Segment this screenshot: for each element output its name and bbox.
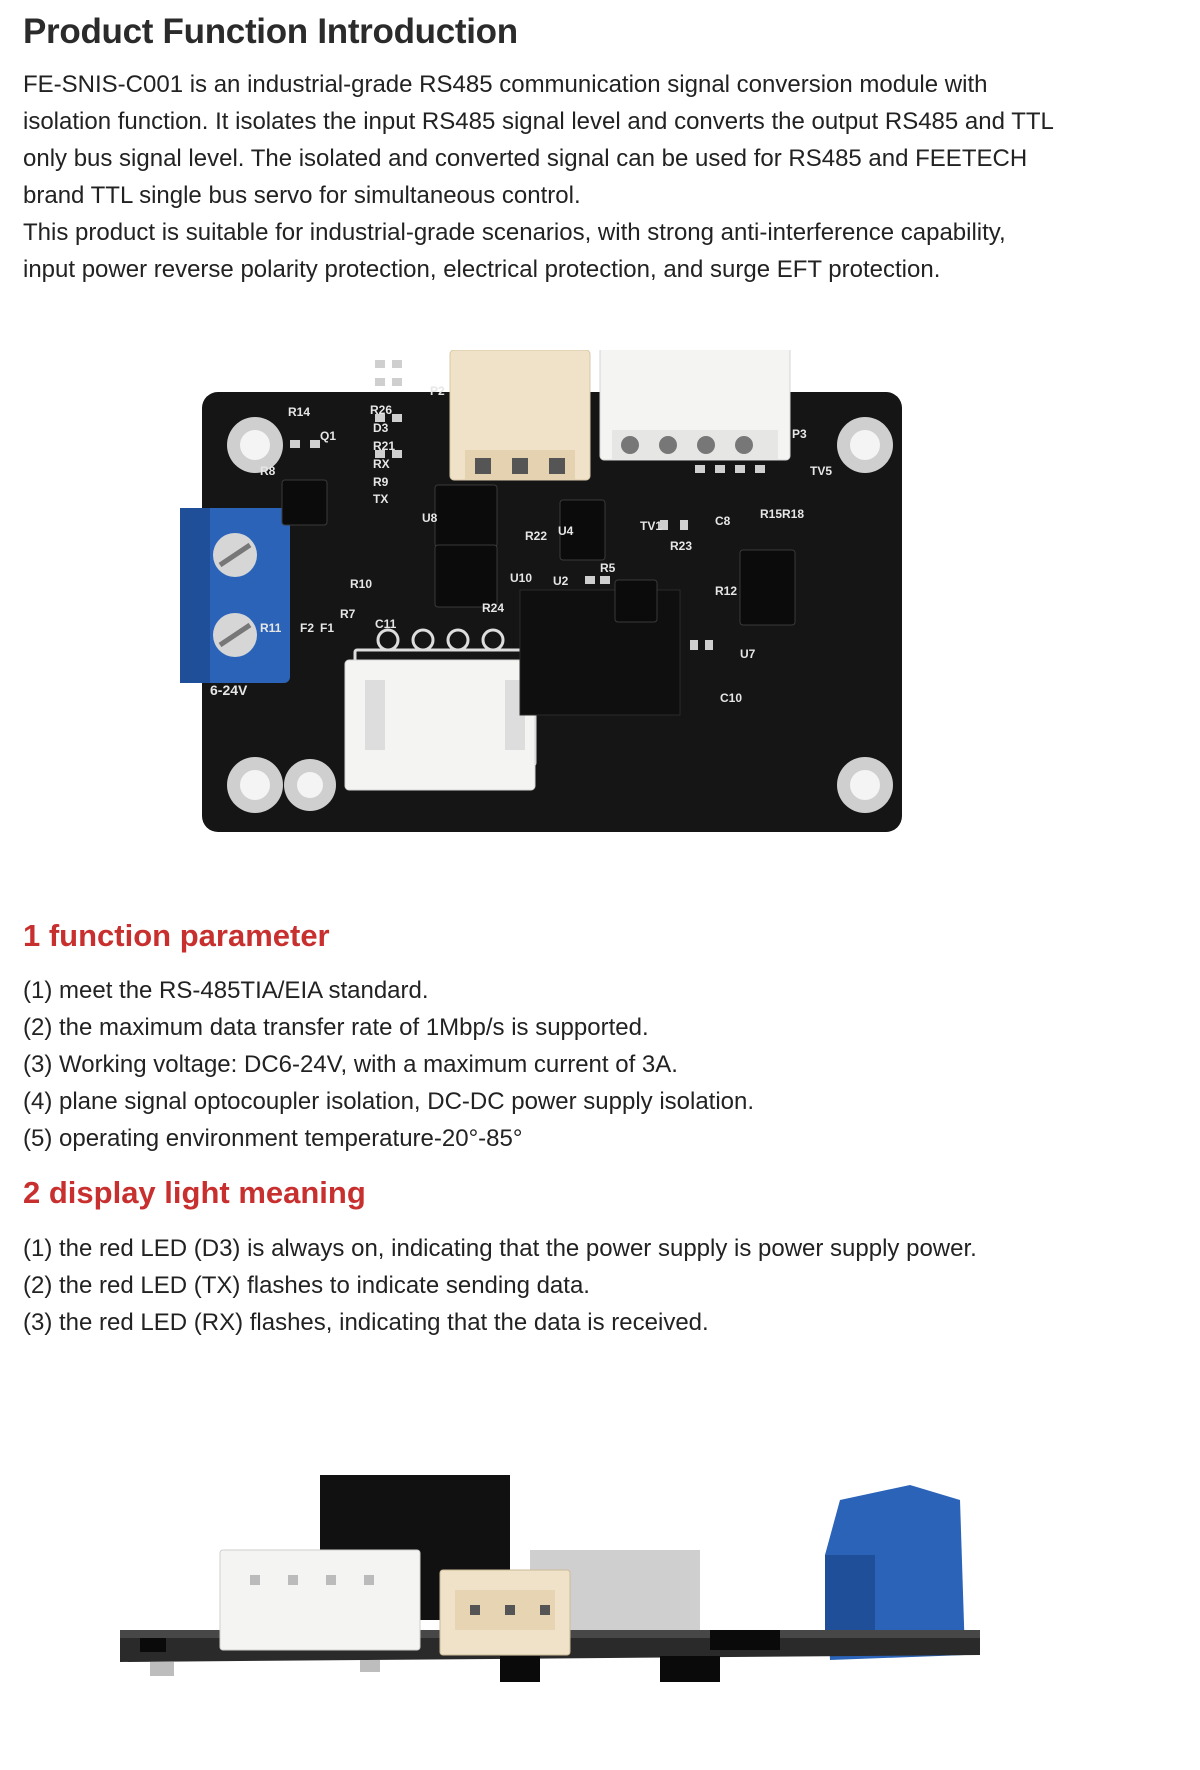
- list-item: (2) the maximum data transfer rate of 1M…: [23, 1014, 649, 1041]
- ic-chip-icon: [500, 1656, 540, 1682]
- intro-line: isolation function. It isolates the inpu…: [23, 108, 1054, 135]
- beige-connector-icon: [449, 350, 591, 481]
- section1-heading: 1 function parameter: [23, 918, 330, 953]
- list-item: (4) plane signal optocoupler isolation, …: [23, 1088, 755, 1115]
- silk-label: R9: [373, 475, 389, 489]
- silk-label: Q1: [320, 429, 336, 443]
- silk-label: C8: [715, 514, 731, 528]
- silk-label: R26: [370, 403, 392, 417]
- list-item: (3) Working voltage: DC6-24V, with a max…: [23, 1051, 678, 1078]
- list-item: (5) operating environment temperature-20…: [23, 1125, 523, 1152]
- silk-label: R5: [600, 561, 616, 575]
- ic-chip-icon: [660, 1656, 720, 1682]
- list-item: (1) the red LED (D3) is always on, indic…: [23, 1235, 977, 1262]
- silk-label: TV5: [810, 464, 832, 478]
- section1-list: (1) meet the RS-485TIA/EIA standard. (2)…: [23, 972, 754, 1157]
- white-connector-top-icon: [599, 350, 791, 461]
- mounting-hole-icon: [227, 417, 893, 813]
- intro-line: brand TTL single bus servo for simultane…: [23, 182, 581, 209]
- silk-label: U10: [510, 571, 532, 585]
- voltage-label: 6-24V: [210, 682, 248, 698]
- silk-label: R10: [350, 577, 372, 591]
- silk-label: U2: [553, 574, 569, 588]
- silk-label: R21: [373, 439, 395, 453]
- silk-label: F1: [320, 621, 334, 635]
- section2-heading: 2 display light meaning: [23, 1175, 366, 1210]
- silk-label: P3: [792, 427, 807, 441]
- board-top-view-image: R14 R26 D3 R21 RX R9 TX Q1 R7 R11 F2 F1 …: [180, 350, 902, 832]
- terminal-block-icon: [180, 508, 290, 683]
- silk-label: F2: [300, 621, 314, 635]
- silk-label: R23: [670, 539, 692, 553]
- silk-label: TV1: [640, 519, 662, 533]
- beige-connector-icon: [439, 1569, 571, 1656]
- board-side-view-image: [120, 1475, 980, 1682]
- section2-list: (1) the red LED (D3) is always on, indic…: [23, 1230, 977, 1341]
- silk-label: R22: [525, 529, 547, 543]
- silk-label: C10: [720, 691, 742, 705]
- silk-label: U7: [740, 647, 756, 661]
- silk-label: R11: [260, 621, 282, 635]
- list-item: (3) the red LED (RX) flashes, indicating…: [23, 1309, 709, 1336]
- intro-paragraph: FE-SNIS-C001 is an industrial-grade RS48…: [23, 66, 1183, 288]
- intro-line: input power reverse polarity protection,…: [23, 256, 941, 283]
- silk-label: R14: [288, 405, 310, 419]
- silk-label: TX: [373, 492, 388, 506]
- intro-line: This product is suitable for industrial-…: [23, 219, 1006, 246]
- silk-label: R24: [482, 601, 504, 615]
- page-title: Product Function Introduction: [23, 12, 518, 51]
- silk-label: R12: [715, 584, 737, 598]
- ic-chip-icon: [281, 479, 796, 626]
- white-connector-icon: [219, 1549, 421, 1651]
- ic-chip-icon: [710, 1630, 780, 1650]
- white-connector-bottom-icon: [344, 628, 537, 791]
- silk-label: RX: [373, 457, 390, 471]
- list-item: (2) the red LED (TX) flashes to indicate…: [23, 1272, 590, 1299]
- silk-label: R8: [260, 464, 276, 478]
- silk-label: U4: [558, 524, 574, 538]
- silk-label: C11: [375, 617, 397, 631]
- silk-label: P2: [430, 384, 445, 398]
- intro-line: FE-SNIS-C001 is an industrial-grade RS48…: [23, 71, 988, 98]
- silk-label: D3: [373, 421, 389, 435]
- smd-component-icon: [290, 360, 765, 650]
- list-item: (1) meet the RS-485TIA/EIA standard.: [23, 977, 429, 1004]
- silk-label: R7: [340, 607, 356, 621]
- silk-label: U8: [422, 511, 438, 525]
- intro-line: only bus signal level. The isolated and …: [23, 145, 1028, 172]
- silk-label: R15R18: [760, 507, 804, 521]
